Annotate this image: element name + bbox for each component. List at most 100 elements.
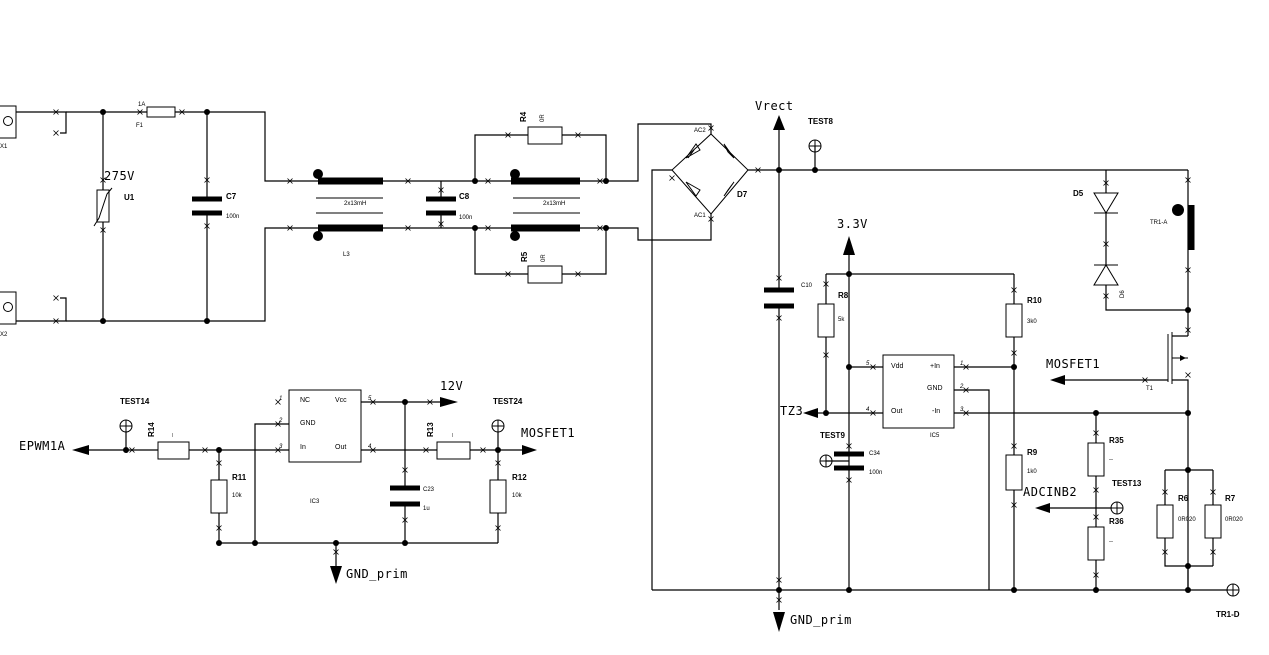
net-adcinb2: ADCINB2 bbox=[1023, 485, 1077, 513]
pin-marker bbox=[1185, 267, 1191, 273]
ic3-pin1: 1 bbox=[279, 396, 282, 402]
test-point-tr1d: TR1-D bbox=[1188, 583, 1240, 619]
r4-ref: R4 bbox=[519, 111, 528, 122]
pin-marker bbox=[333, 549, 339, 555]
mosfet-t1: T1 MOSFET1 bbox=[1046, 310, 1189, 590]
pin-marker bbox=[53, 109, 59, 115]
l2-value: 2x13mH bbox=[543, 201, 565, 207]
pin-marker bbox=[575, 132, 581, 138]
pin-marker bbox=[776, 315, 782, 321]
ic3-pin5: 5 bbox=[368, 396, 372, 402]
test-point-test8: TEST8 bbox=[808, 117, 833, 170]
ic3-pin2: 2 bbox=[278, 418, 283, 424]
pin-marker bbox=[495, 460, 501, 466]
c8-value: 100n bbox=[459, 215, 472, 221]
r6-value: 0R020 bbox=[1178, 517, 1196, 523]
pin-marker bbox=[870, 410, 876, 416]
pin-marker bbox=[275, 421, 281, 427]
fuse-ref: F1 bbox=[136, 123, 144, 129]
mosfet1-right-label: MOSFET1 bbox=[1046, 357, 1100, 371]
diode-d6: D6 bbox=[1093, 264, 1188, 311]
resistor-r8: R8 5k bbox=[817, 291, 849, 338]
transformer-tr1: TR1-A bbox=[1150, 170, 1195, 310]
c34-ref: C34 bbox=[869, 451, 881, 457]
r10-value: 3k0 bbox=[1027, 319, 1037, 325]
resistor-r12: R12 10k bbox=[489, 450, 527, 543]
pin-marker bbox=[505, 271, 511, 277]
r14-ref: R14 bbox=[147, 422, 156, 437]
pin-marker bbox=[708, 216, 714, 222]
connector-x1-label: X1 bbox=[0, 144, 8, 150]
ic3-pin4: 4 bbox=[368, 444, 372, 450]
vrect-label: Vrect bbox=[755, 99, 794, 113]
resistor-r10: R10 3k0 bbox=[1005, 274, 1042, 590]
pin-marker bbox=[1103, 241, 1109, 247]
capacitor-c34: C34 100n bbox=[826, 451, 882, 476]
ic5-pin3: 3 bbox=[960, 407, 964, 413]
resistor-r9: R9 1k0 bbox=[1005, 448, 1038, 491]
pin-marker bbox=[597, 178, 603, 184]
r35-ref: R35 bbox=[1109, 436, 1124, 445]
pin-marker bbox=[485, 178, 491, 184]
pin-marker bbox=[846, 477, 852, 483]
pin-marker bbox=[370, 399, 376, 405]
pin-marker bbox=[597, 225, 603, 231]
wire-neutral bbox=[66, 227, 318, 322]
ic5-out: Out bbox=[891, 408, 902, 415]
net-epwm1a: EPWM1A bbox=[19, 439, 158, 455]
pin-marker bbox=[287, 178, 293, 184]
pin-marker bbox=[1011, 443, 1017, 449]
l3-value: 2x13mH bbox=[344, 201, 366, 207]
ic3-ref: IC3 bbox=[310, 499, 320, 505]
pin-marker bbox=[100, 227, 106, 233]
r9-ref: R9 bbox=[1027, 448, 1038, 457]
pin-marker bbox=[53, 295, 59, 301]
r12-ref: R12 bbox=[512, 473, 527, 482]
pin-marker bbox=[179, 109, 185, 115]
bridge-ac2: AC2 bbox=[694, 128, 706, 134]
r11-value: 10k bbox=[232, 493, 243, 499]
pin-marker bbox=[505, 132, 511, 138]
v33-label: 3.3V bbox=[837, 217, 868, 231]
pin-marker bbox=[402, 467, 408, 473]
pin-marker bbox=[423, 447, 429, 453]
pin-marker bbox=[485, 225, 491, 231]
bridge-ac1: AC1 bbox=[694, 213, 706, 219]
pin-marker bbox=[1210, 489, 1216, 495]
pin-marker bbox=[963, 364, 969, 370]
test8-label: TEST8 bbox=[808, 117, 833, 126]
resistor-r5: R5 0R bbox=[474, 228, 607, 284]
ic5-inp: +In bbox=[930, 363, 940, 370]
r7-ref: R7 bbox=[1225, 494, 1236, 503]
pin-marker bbox=[846, 443, 852, 449]
r36-ref: R36 bbox=[1109, 517, 1124, 526]
pin-marker bbox=[1093, 430, 1099, 436]
test-point-test24: TEST24 bbox=[491, 397, 523, 450]
pin-marker bbox=[776, 275, 782, 281]
r35-value: -- bbox=[1109, 457, 1113, 463]
pin-marker bbox=[1011, 287, 1017, 293]
bridge-rectifier-d7: AC2 AC1 D7 bbox=[651, 128, 1188, 590]
test14-label: TEST14 bbox=[120, 397, 150, 406]
r12-value: 10k bbox=[512, 493, 523, 499]
resistor-r13: R13 -- bbox=[426, 422, 471, 460]
test-point-test9: TEST9 bbox=[819, 431, 845, 468]
pin-marker bbox=[1185, 372, 1191, 378]
wire-live bbox=[66, 111, 318, 182]
pin-marker bbox=[755, 167, 761, 173]
c23-value: 1u bbox=[423, 506, 430, 512]
c7-ref: C7 bbox=[226, 192, 237, 201]
r13-value: -- bbox=[450, 433, 456, 437]
pin-marker bbox=[405, 178, 411, 184]
choke-l3: 2x13mH L3 bbox=[313, 169, 383, 258]
ic3: NC Vcc GND In Out IC3 1 2 3 5 4 bbox=[254, 389, 537, 543]
t1-ref: T1 bbox=[1146, 386, 1154, 392]
r9-value: 1k0 bbox=[1027, 469, 1037, 475]
c10-ref: C10 bbox=[801, 283, 813, 289]
resistor-r7: R7 0R020 bbox=[1204, 470, 1243, 566]
pin-marker bbox=[1011, 350, 1017, 356]
gnd-driver-label: GND_prim bbox=[346, 567, 408, 581]
r4-value: 0R bbox=[540, 114, 546, 122]
resistor-r35: R35 -- bbox=[1087, 413, 1124, 590]
test13-label: TEST13 bbox=[1112, 479, 1142, 488]
